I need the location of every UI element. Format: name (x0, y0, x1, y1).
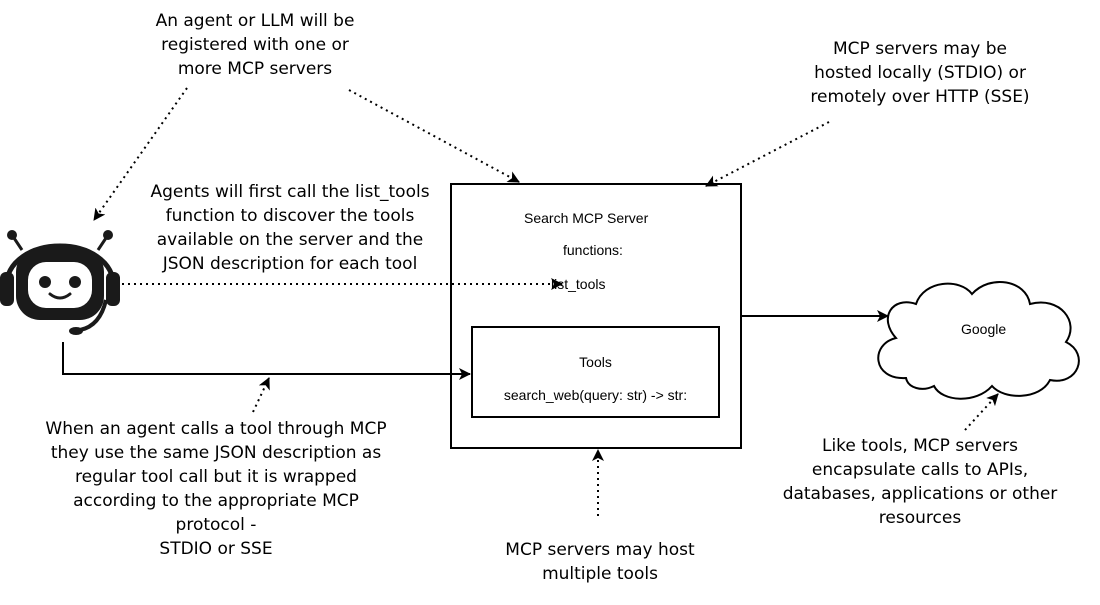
encapsulate-pointer (964, 393, 999, 431)
cloud-icon (877, 280, 1080, 400)
tool-call-pointer (252, 377, 270, 413)
tools-title: Tools (579, 354, 612, 370)
note-encapsulate: Like tools, MCP servers encapsulate call… (782, 436, 1058, 528)
tools-box (471, 326, 720, 418)
note-agent-registration: An agent or LLM will be registered with … (155, 11, 355, 79)
note-list-tools: Agents will first call the list_tools fu… (150, 182, 430, 274)
note-hosting: MCP servers may be hosted locally (STDIO… (810, 39, 1030, 107)
robot-headset-icon (0, 230, 120, 335)
tool-signature: search_web(query: str) -> str: (503, 387, 688, 403)
function-list-tools: list_tools (551, 276, 606, 292)
note-tool-call: When an agent calls a tool through MCP t… (45, 419, 387, 559)
hosting-pointer (705, 121, 830, 187)
note-multiple-tools: MCP servers may host multiple tools (505, 540, 695, 584)
cloud-label: Google (961, 321, 1007, 337)
tool-call-arrow (62, 342, 471, 380)
functions-label: functions: (563, 242, 623, 258)
server-title: Search MCP Server (524, 210, 649, 226)
registration-server-pointer (348, 89, 520, 183)
